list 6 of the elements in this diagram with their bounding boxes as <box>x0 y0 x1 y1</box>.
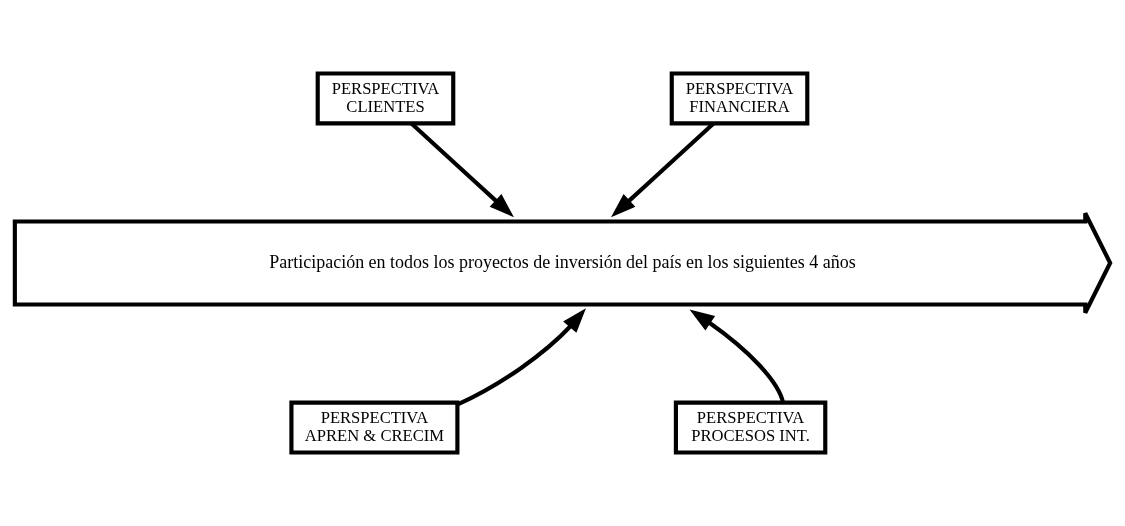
node-box: PERSPECTIVA PROCESOS INT. <box>673 400 828 455</box>
arrow <box>689 309 785 404</box>
node-box: PERSPECTIVA APREN & CRECIM <box>289 400 460 455</box>
arrow <box>456 308 586 407</box>
node-box: PERSPECTIVA CLIENTES <box>315 71 456 126</box>
node-box: PERSPECTIVA FINANCIERA <box>669 71 810 126</box>
